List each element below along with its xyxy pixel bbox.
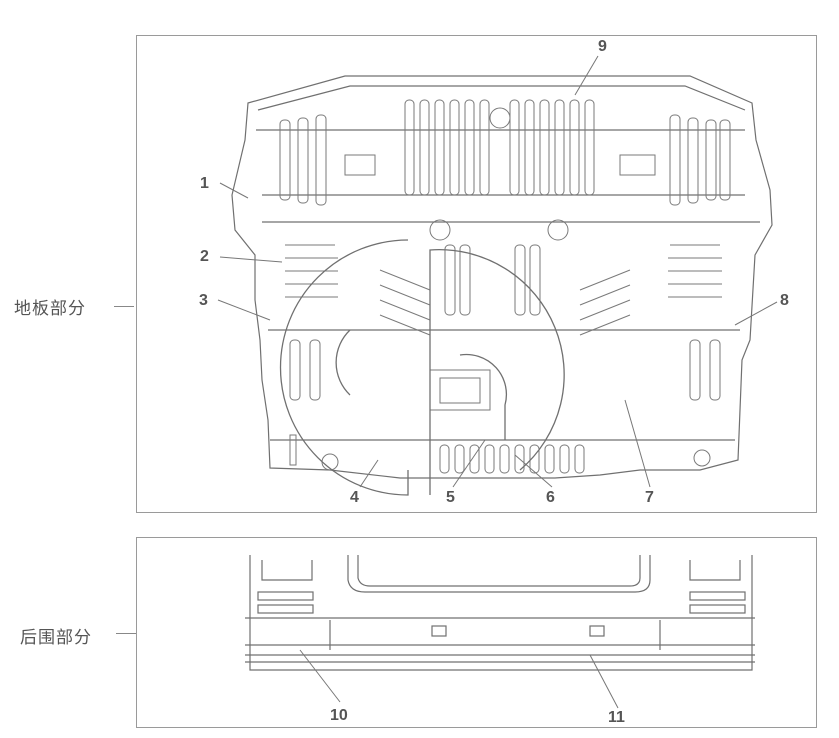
floor-section-label: 地板部分 — [14, 299, 86, 319]
callout-1: 1 — [200, 175, 209, 192]
callout-5: 5 — [446, 489, 455, 506]
front-slots — [279, 99, 731, 241]
rear-label-dash — [116, 633, 136, 634]
callout-7: 7 — [645, 489, 654, 506]
callout-10: 10 — [330, 707, 348, 724]
callout-6: 6 — [546, 489, 555, 506]
floor-outline — [231, 75, 773, 479]
rear-panel-drawing — [245, 555, 755, 671]
rear-floor-slots — [439, 444, 585, 474]
callout-3: 3 — [199, 292, 208, 309]
callout-2: 2 — [200, 248, 209, 265]
leader-lines — [217, 55, 778, 709]
floor-panel-frame — [136, 35, 817, 513]
rear-section-label: 后围部分 — [20, 628, 92, 648]
callout-9: 9 — [598, 38, 607, 55]
callout-8: 8 — [780, 292, 789, 309]
callout-11: 11 — [608, 709, 625, 726]
detail-circles — [279, 239, 565, 496]
side-ribs — [285, 244, 722, 336]
callout-4: 4 — [350, 489, 359, 506]
floor-label-dash — [114, 306, 134, 307]
center-tunnel — [289, 244, 721, 471]
